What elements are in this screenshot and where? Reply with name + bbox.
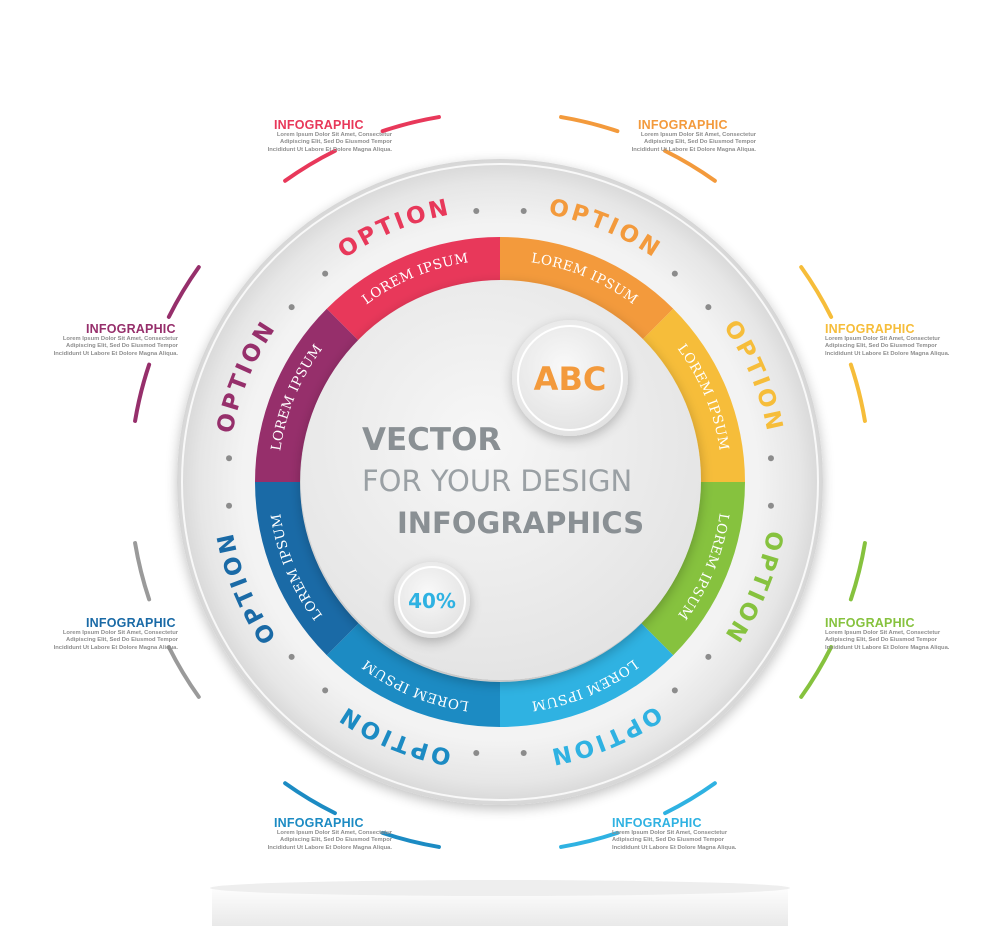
option-dot <box>226 502 233 509</box>
info-block-right-upper: INFOGRAPHIC Lorem Ipsum Dolor Sit Amet, … <box>825 322 995 358</box>
outer-arc-dash <box>166 645 201 699</box>
option-dot <box>767 502 774 509</box>
outer-arc-dash <box>283 781 337 816</box>
outer-arc-dash <box>559 830 620 849</box>
info-text-line: Lorem Ipsum Dolor Sit Amet, Consectetur <box>276 830 392 836</box>
option-dot <box>671 270 678 277</box>
outer-arc-dash <box>799 265 834 319</box>
option-dot <box>705 304 712 311</box>
ring-segment <box>255 308 359 482</box>
pedestal-shadow <box>210 880 790 896</box>
info-block-right-lower: INFOGRAPHIC Lorem Ipsum Dolor Sit Amet, … <box>825 616 995 652</box>
option-dot <box>473 208 480 215</box>
info-text-line: Incididunt Ut Labore Et Dolore Magna Ali… <box>631 146 756 153</box>
option-dot <box>520 749 527 756</box>
option-dot <box>705 653 712 660</box>
info-title: INFOGRAPHIC <box>86 322 176 336</box>
info-text-line: Adipiscing Elit, Sed Do Eiusmod Tempor <box>66 343 178 350</box>
outer-arc-group <box>133 115 867 849</box>
outer-arc-dash <box>166 265 201 319</box>
outer-arc-dash <box>133 541 152 602</box>
outer-arc-dash <box>663 148 717 183</box>
info-title: INFOGRAPHIC <box>825 616 915 630</box>
outer-arc-dash <box>133 362 152 423</box>
outer-arc-dash <box>663 781 717 816</box>
info-text-line: Lorem Ipsum Dolor Sit Amet, Consectetur <box>276 132 392 138</box>
info-text-line: Adipiscing Elit, Sed Do Eiusmod Tempor <box>280 837 392 844</box>
outer-ring-highlight <box>181 163 819 801</box>
info-text-line: Incididunt Ut Labore Et Dolore Magna Ali… <box>825 350 950 357</box>
info-block-left-upper: INFOGRAPHIC Lorem Ipsum Dolor Sit Amet, … <box>8 322 178 358</box>
outer-arc-dash <box>559 115 620 134</box>
option-dot <box>322 270 329 277</box>
outer-arc-dash <box>799 645 834 699</box>
option-dot <box>288 653 295 660</box>
ring-segment <box>326 623 500 727</box>
info-text-line: Incididunt Ut Labore Et Dolore Magna Ali… <box>53 644 178 651</box>
info-text-line: Lorem Ipsum Dolor Sit Amet, Consectetur <box>825 336 941 342</box>
info-text-line: Lorem Ipsum Dolor Sit Amet, Consectetur <box>612 830 728 836</box>
percent-badge: 40% <box>394 562 470 638</box>
info-text-line: Incididunt Ut Labore Et Dolore Magna Ali… <box>267 146 392 153</box>
info-title: INFOGRAPHIC <box>86 616 176 630</box>
info-text-line: Adipiscing Elit, Sed Do Eiusmod Tempor <box>612 837 724 844</box>
info-text-line: Adipiscing Elit, Sed Do Eiusmod Tempor <box>825 637 937 644</box>
option-dot <box>671 687 678 694</box>
outer-arc-dash <box>848 362 867 423</box>
info-text-line: Incididunt Ut Labore Et Dolore Magna Ali… <box>267 844 392 851</box>
info-block-bottom-right: INFOGRAPHIC Lorem Ipsum Dolor Sit Amet, … <box>586 816 756 852</box>
info-block-bottom-left: INFOGRAPHIC Lorem Ipsum Dolor Sit Amet, … <box>222 816 392 852</box>
ring-segment <box>326 237 500 341</box>
info-block-top-right: INFOGRAPHIC Lorem Ipsum Dolor Sit Amet, … <box>586 118 756 154</box>
info-title: INFOGRAPHIC <box>612 816 702 830</box>
outer-arc-dash <box>283 148 337 183</box>
info-text-line: Lorem Ipsum Dolor Sit Amet, Consectetur <box>825 630 941 636</box>
outer-arc-dash <box>380 115 441 134</box>
ring-segment <box>500 237 674 341</box>
headline-line-2: FOR YOUR DESIGN <box>362 464 633 498</box>
info-text-line: Lorem Ipsum Dolor Sit Amet, Consectetur <box>62 630 178 636</box>
ring-segment <box>500 623 674 727</box>
info-text-line: Incididunt Ut Labore Et Dolore Magna Ali… <box>612 844 737 851</box>
info-block-top-left: INFOGRAPHIC Lorem Ipsum Dolor Sit Amet, … <box>222 118 392 154</box>
option-dot <box>520 208 527 215</box>
info-text-line: Incididunt Ut Labore Et Dolore Magna Ali… <box>825 644 950 651</box>
option-dot <box>288 304 295 311</box>
info-text-line: Adipiscing Elit, Sed Do Eiusmod Tempor <box>825 343 937 350</box>
info-text-line: Incididunt Ut Labore Et Dolore Magna Ali… <box>53 350 178 357</box>
info-title: INFOGRAPHIC <box>274 118 364 132</box>
ring-segment <box>255 482 359 656</box>
option-dot <box>473 749 480 756</box>
info-title: INFOGRAPHIC <box>638 118 728 132</box>
info-text-line: Adipiscing Elit, Sed Do Eiusmod Tempor <box>644 139 756 146</box>
info-text-line: Adipiscing Elit, Sed Do Eiusmod Tempor <box>280 139 392 146</box>
abc-badge-label: ABC <box>534 360 607 398</box>
headline-line-1: VECTOR <box>362 422 502 458</box>
info-text-line: Lorem Ipsum Dolor Sit Amet, Consectetur <box>62 336 178 342</box>
info-text-line: Lorem Ipsum Dolor Sit Amet, Consectetur <box>640 132 756 138</box>
info-title: INFOGRAPHIC <box>825 322 915 336</box>
percent-badge-label: 40% <box>408 589 456 613</box>
option-dot <box>767 455 774 462</box>
outer-arc-dash <box>848 541 867 602</box>
option-dot <box>322 687 329 694</box>
info-title: INFOGRAPHIC <box>274 816 364 830</box>
pedestal-base <box>212 885 788 926</box>
info-block-left-lower: INFOGRAPHIC Lorem Ipsum Dolor Sit Amet, … <box>8 616 178 652</box>
ring-segment <box>641 482 745 656</box>
headline-line-3: INFOGRAPHICS <box>397 506 645 540</box>
ring-segment <box>641 308 745 482</box>
abc-badge: ABC <box>512 320 628 436</box>
outer-arc-dash <box>380 830 441 849</box>
info-text-line: Adipiscing Elit, Sed Do Eiusmod Tempor <box>66 637 178 644</box>
option-dot <box>226 455 233 462</box>
